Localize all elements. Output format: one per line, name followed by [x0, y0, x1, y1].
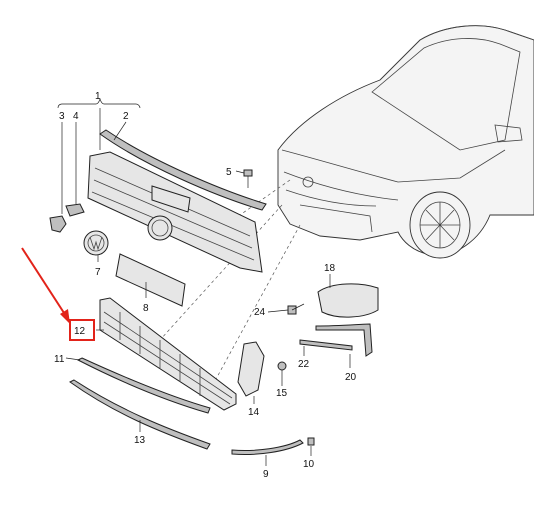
callout-14: 14 — [248, 407, 260, 418]
upper-trim-strip[interactable] — [99, 129, 267, 211]
callout-24: 24 — [254, 307, 266, 318]
lower-grille[interactable] — [99, 297, 237, 411]
car-illustration — [277, 25, 534, 259]
callout-22: 22 — [298, 359, 310, 370]
clip-part-3[interactable] — [49, 215, 67, 233]
callout-1: 1 — [95, 91, 101, 102]
trim-strip-13[interactable] — [69, 379, 211, 450]
highlight-box — [69, 319, 95, 341]
bolt-part-24[interactable] — [287, 303, 305, 315]
callout-20: 20 — [345, 372, 357, 383]
callout-9: 9 — [263, 469, 269, 480]
callout-15: 15 — [276, 388, 288, 399]
callout-2: 2 — [123, 111, 129, 122]
callout-10: 10 — [303, 459, 315, 470]
callout-4: 4 — [73, 111, 79, 122]
assembly-bracket — [57, 97, 141, 109]
highlight-arrow — [21, 247, 70, 324]
license-plate-bracket[interactable] — [115, 253, 186, 307]
projection-line — [239, 179, 291, 216]
callout-12: 12 — [74, 326, 86, 337]
projection-line — [209, 224, 301, 391]
bolt-part-5[interactable] — [243, 169, 253, 188]
leader-lines — [61, 108, 351, 466]
side-bracket-14[interactable] — [237, 341, 265, 397]
callout-18: 18 — [324, 263, 336, 274]
clip-part-4[interactable] — [65, 203, 85, 217]
callout-5: 5 — [226, 167, 232, 178]
bottom-strip-9[interactable] — [231, 439, 304, 455]
callout-8: 8 — [143, 303, 149, 314]
trim-strip-22[interactable] — [299, 339, 353, 351]
screw-part-15[interactable] — [277, 361, 287, 380]
clip-part-10[interactable] — [307, 437, 315, 446]
callout-13: 13 — [134, 435, 146, 446]
lower-trim-strip-11[interactable] — [76, 357, 211, 414]
chrome-trim-20[interactable] — [315, 323, 373, 357]
callout-3: 3 — [59, 111, 65, 122]
callout-11: 11 — [54, 354, 65, 365]
fog-lamp-cover[interactable] — [317, 283, 379, 318]
vw-emblem[interactable] — [83, 230, 109, 256]
projection-line — [159, 204, 283, 341]
upper-grille[interactable] — [87, 151, 263, 273]
callout-7: 7 — [95, 267, 101, 278]
